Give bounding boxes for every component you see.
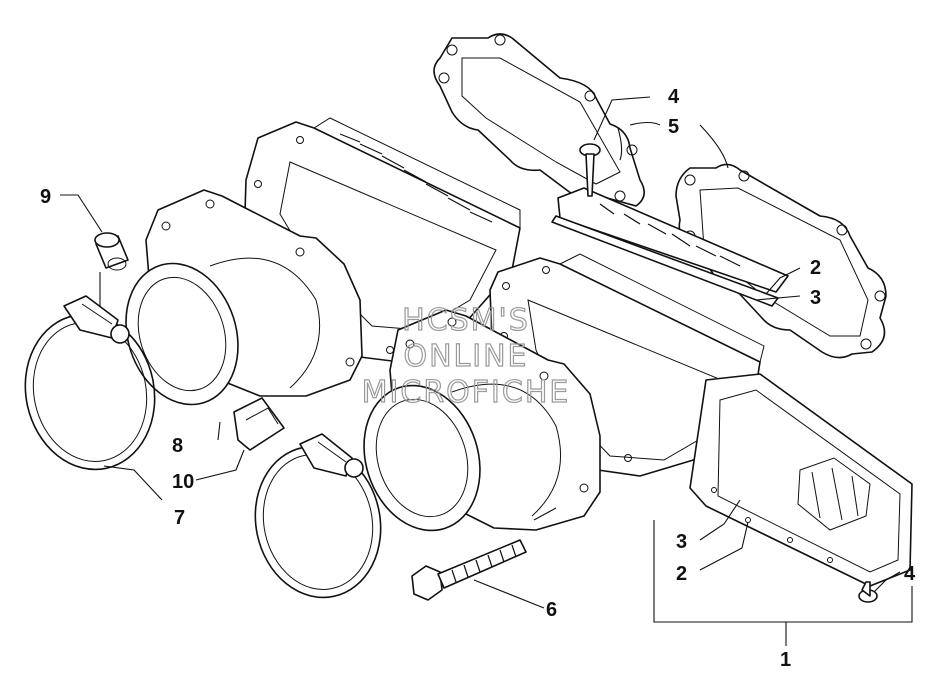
callout-10: 10 bbox=[172, 471, 194, 493]
callout-labels: 9 8 10 7 4 5 2 3 3 2 4 6 1 bbox=[40, 86, 916, 671]
hose-clamp-upper bbox=[24, 295, 156, 471]
callout-2-bottom: 2 bbox=[676, 563, 687, 585]
spacer-sleeve bbox=[94, 232, 129, 271]
callout-9: 9 bbox=[40, 186, 51, 208]
callout-2-top: 2 bbox=[810, 257, 821, 279]
watermark-line1: HCSM'S bbox=[402, 303, 530, 338]
callout-1: 1 bbox=[780, 649, 791, 671]
callout-5: 5 bbox=[668, 116, 679, 138]
callout-8: 6 bbox=[546, 599, 557, 621]
intake-boot-upper bbox=[125, 189, 363, 406]
screw-lower bbox=[858, 581, 878, 603]
hose-clamp-lower bbox=[254, 433, 382, 599]
callout-3-top: 3 bbox=[810, 287, 821, 309]
hex-bolt bbox=[411, 539, 527, 601]
intake-boot-lower bbox=[363, 309, 601, 532]
retaining-clip bbox=[233, 397, 285, 451]
screw-upper bbox=[579, 143, 601, 197]
reed-plate-upper bbox=[551, 187, 789, 307]
callout-6: 8 bbox=[172, 435, 183, 457]
callout-3-bottom: 3 bbox=[676, 531, 687, 553]
gasket-upper bbox=[433, 33, 645, 207]
callout-4-top: 4 bbox=[668, 86, 680, 108]
reed-plate-lower bbox=[689, 373, 913, 587]
watermark-line3: MICROFICHE bbox=[362, 375, 571, 410]
leader-lines bbox=[60, 96, 913, 646]
watermark: HCSM'S ONLINE MICROFICHE bbox=[361, 302, 571, 410]
callout-4-bottom: 4 bbox=[904, 563, 916, 585]
watermark-line2: ONLINE bbox=[403, 339, 528, 374]
callout-7: 7 bbox=[174, 507, 185, 529]
